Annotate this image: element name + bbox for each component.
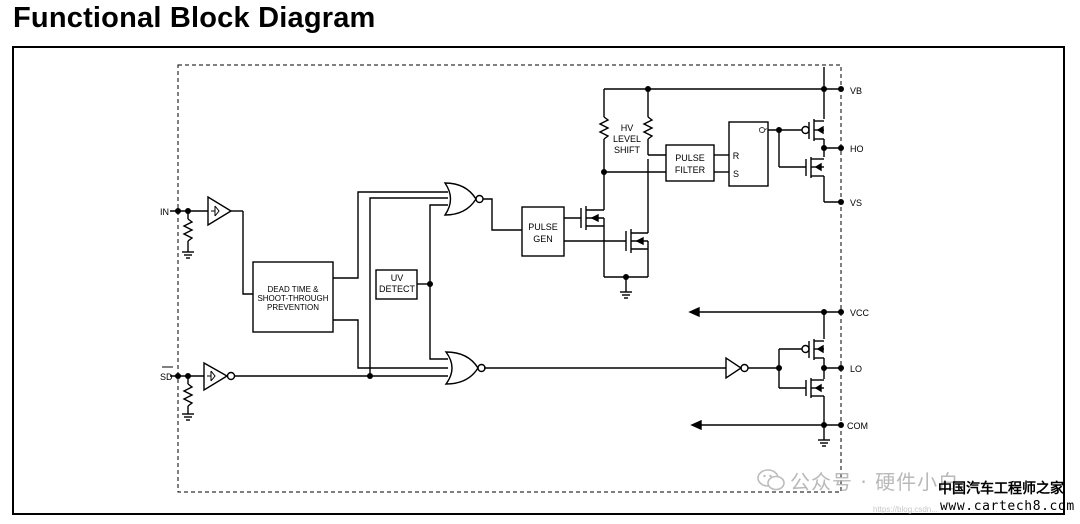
pin-vcc-label: VCC bbox=[850, 308, 870, 318]
latch-q-label: Q bbox=[758, 127, 767, 133]
pulse-filter-label-2: FILTER bbox=[675, 165, 706, 175]
junction-dots bbox=[175, 86, 844, 428]
dead-time-label-2: SHOOT-THROUGH bbox=[257, 294, 328, 303]
uv-detect-label-1: UV bbox=[391, 273, 404, 283]
low-side-buffer bbox=[725, 356, 743, 380]
pulse-filter-block bbox=[665, 144, 715, 182]
diagram-frame bbox=[12, 46, 1065, 515]
pulse-gen-block bbox=[521, 206, 565, 257]
page-title: Functional Block Diagram bbox=[13, 2, 376, 34]
pulse-gen-label-1: PULSE bbox=[528, 222, 558, 232]
pin-in-label: IN bbox=[160, 207, 169, 217]
dead-time-block bbox=[252, 261, 334, 333]
level-shift-mosfet-2 bbox=[625, 159, 649, 277]
pin-com-label: COM bbox=[847, 421, 868, 431]
watermark-text: 公众号 · 硬件小白 bbox=[790, 470, 960, 494]
level-shift-resistors bbox=[598, 88, 841, 172]
hv-shift-label-1: HV bbox=[621, 123, 634, 133]
hv-shift-label-3: SHIFT bbox=[614, 145, 641, 155]
nor-gate-low bbox=[444, 351, 479, 385]
pin-ho-label: HO bbox=[850, 144, 864, 154]
in-input-stage bbox=[170, 195, 253, 295]
latch-r-label: R bbox=[733, 151, 740, 161]
hv-shift-label-2: LEVEL bbox=[613, 134, 641, 144]
wechat-icon bbox=[757, 469, 785, 491]
dead-time-label-3: PREVENTION bbox=[267, 303, 319, 312]
sd-input-stage bbox=[170, 361, 448, 421]
uv-detect-label-2: DETECT bbox=[379, 284, 416, 294]
pin-vb-label: VB bbox=[850, 86, 862, 96]
dead-time-wiring bbox=[333, 191, 448, 369]
rs-latch-block bbox=[728, 121, 769, 187]
nor-gate-high bbox=[443, 182, 477, 216]
ic-boundary bbox=[177, 64, 842, 493]
watermark-site-url: www.cartech8.com bbox=[940, 499, 1075, 514]
dead-time-label-1: DEAD TIME & bbox=[268, 285, 320, 294]
low-side-output-stage bbox=[688, 306, 841, 447]
watermark-site-name: 中国汽车工程师之家 bbox=[938, 481, 1064, 497]
pin-sd-label: SD bbox=[160, 372, 173, 382]
pin-lo-label: LO bbox=[850, 364, 862, 374]
level-shift-mosfet-1 bbox=[580, 172, 605, 277]
latch-s-label: S bbox=[733, 169, 739, 179]
pin-vs-label: VS bbox=[850, 198, 862, 208]
pulse-gen-label-2: GEN bbox=[533, 234, 553, 244]
pulse-filter-label-1: PULSE bbox=[675, 153, 705, 163]
watermark-small-url: https://blog.csdn... bbox=[873, 505, 938, 514]
high-side-output-stage bbox=[801, 67, 841, 203]
